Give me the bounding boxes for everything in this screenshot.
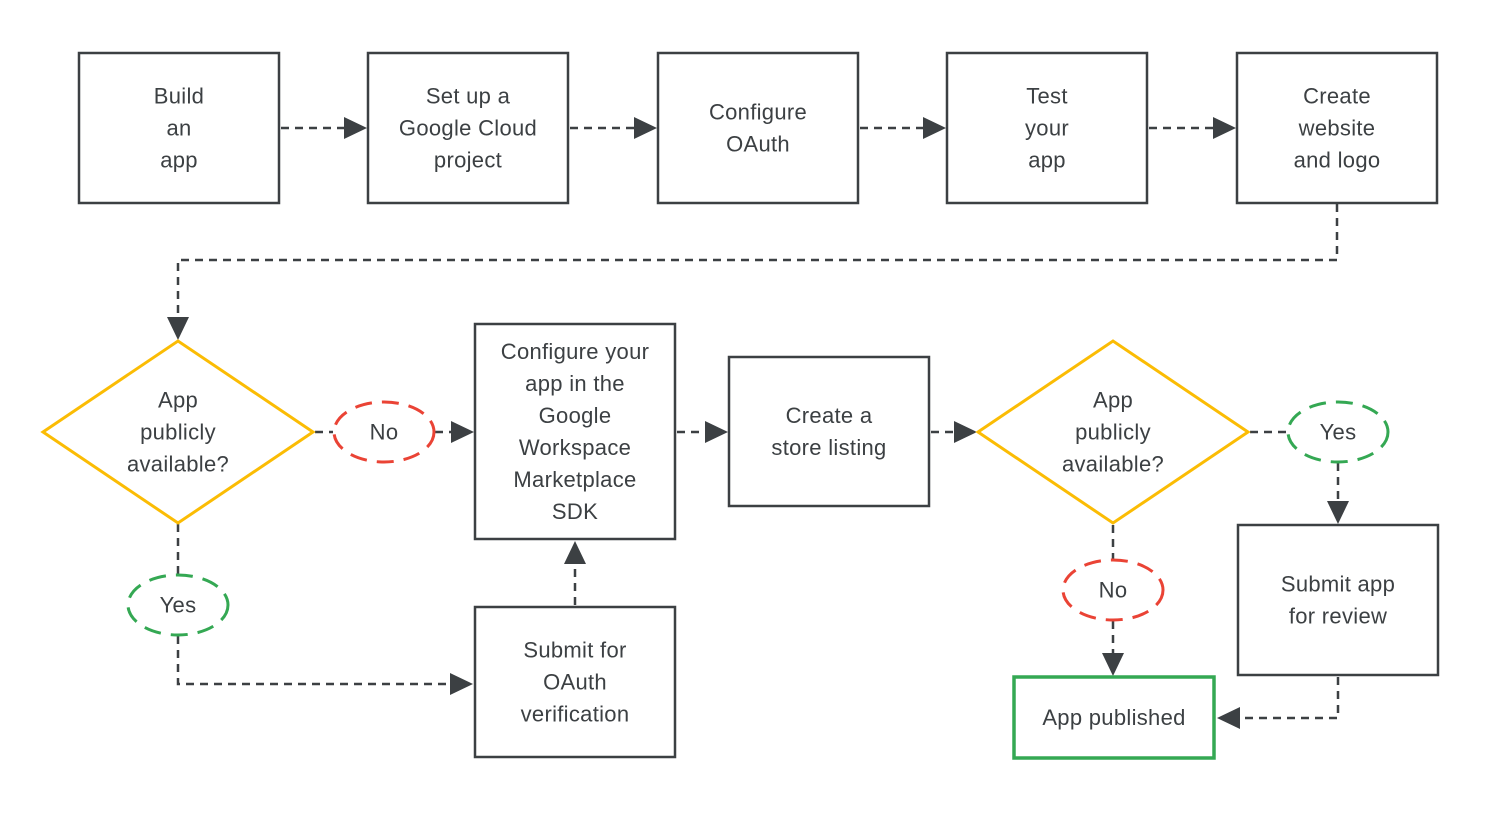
edge-yes1-to-oauth-verification [176, 636, 473, 695]
yes-2-ellipse [1286, 400, 1390, 464]
arrowhead-icon [451, 421, 474, 443]
edge-website-to-decision1 [167, 204, 1339, 340]
arrowhead-icon [1327, 501, 1349, 524]
arrowhead-icon [634, 117, 657, 139]
node-label: App published [1042, 705, 1185, 730]
configure-oauth-box [656, 51, 860, 205]
node-no-1: No [332, 400, 436, 464]
edge-no2-to-published [1102, 621, 1124, 676]
set-up-google-cloud-project-box [366, 51, 570, 205]
edge-oauth-verification-to-configure-sdk [564, 541, 586, 605]
edge-listing-to-decision2 [931, 421, 977, 443]
arrowhead-icon [344, 117, 367, 139]
arrowhead-icon [705, 421, 728, 443]
app-published-box [1012, 675, 1216, 760]
node-label: Yes [160, 593, 197, 618]
node-app-published: App published [1012, 675, 1216, 760]
edge-yes2-to-submit-review [1327, 463, 1349, 524]
no-2-ellipse [1061, 558, 1165, 622]
edge-test-to-website [1149, 117, 1236, 139]
submit-for-oauth-verification-box [473, 605, 677, 759]
node-label: No [370, 420, 399, 445]
create-a-store-listing-box [727, 355, 931, 508]
create-website-and-logo-box [1235, 51, 1439, 205]
arrowhead-icon [450, 673, 473, 695]
build-an-app-box [77, 51, 281, 205]
edge-build-to-setup [281, 117, 367, 139]
node-label: Yes [1320, 420, 1357, 445]
arrowhead-icon [954, 421, 977, 443]
edge-oauth-to-test [860, 117, 946, 139]
edge-no1-to-configure-sdk [435, 421, 474, 443]
edge-configure-sdk-to-listing [677, 421, 728, 443]
node-yes-1: Yes [126, 573, 230, 637]
test-your-app-box [945, 51, 1149, 205]
arrowhead-icon [167, 317, 189, 340]
arrowhead-icon [1213, 117, 1236, 139]
configure-app-in-marketplace-sdk-box [473, 322, 677, 541]
arrowhead-icon [923, 117, 946, 139]
yes-1-ellipse [126, 573, 230, 637]
submit-app-for-review-box [1236, 523, 1440, 677]
edge-setup-to-oauth [570, 117, 657, 139]
arrowhead-icon [564, 541, 586, 564]
node-yes-2: Yes [1286, 400, 1390, 464]
app-publicly-available-1-diamond [40, 339, 316, 525]
edge-submit-review-to-published [1217, 677, 1340, 729]
app-publicly-available-2-diamond [975, 339, 1251, 525]
no-1-ellipse [332, 400, 436, 464]
arrowhead-icon [1217, 707, 1240, 729]
arrowhead-icon [1102, 653, 1124, 676]
node-no-2: No [1061, 558, 1165, 622]
node-label: No [1099, 578, 1128, 603]
